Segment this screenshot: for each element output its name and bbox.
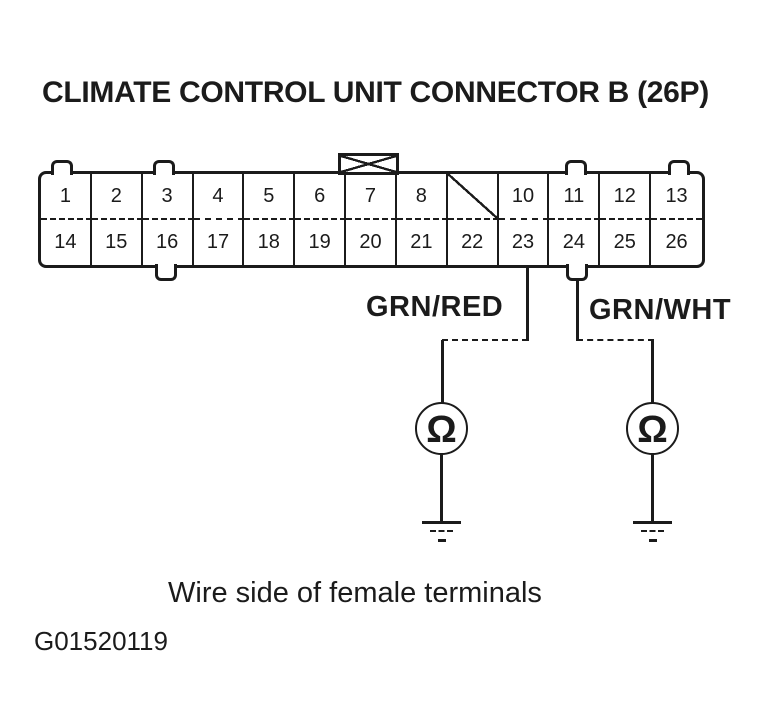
- pin-cell-19: 19: [295, 219, 347, 265]
- pin-cell-22: 22: [448, 219, 499, 265]
- pin-cell-11: 11: [549, 174, 601, 220]
- ohmmeter-left: Ω: [415, 402, 468, 455]
- grn-red-wire-to-ground: [440, 453, 443, 522]
- ohm-symbol-left: Ω: [426, 408, 457, 451]
- connector-tab-bottom-pin24: [566, 264, 588, 281]
- connector-tab-top-pin1: [51, 160, 73, 175]
- grn-red-wire-drop-from-pin23: [526, 266, 529, 341]
- pin-cell-15: 15: [92, 219, 143, 265]
- grn-red-wire-label: GRN/RED: [366, 291, 504, 323]
- grn-wht-wire-to-ground: [651, 453, 654, 522]
- pin-cell-9-blocked: [447, 174, 499, 220]
- pin-cell-4: 4: [193, 174, 245, 220]
- grn-wht-wire-horizontal: [577, 339, 654, 341]
- figure-id: G01520119: [34, 626, 168, 656]
- pin-cell-17: 17: [194, 219, 245, 265]
- pin-cell-26: 26: [665, 231, 688, 254]
- connector-tab-bottom-pin16: [155, 264, 177, 281]
- pin-cell-25: 25: [600, 219, 652, 265]
- pin-cell-21: 21: [397, 219, 448, 265]
- pin-cell-8: 8: [396, 174, 448, 220]
- ohmmeter-right: Ω: [626, 402, 679, 455]
- page-title: CLIMATE CONTROL UNIT CONNECTOR B (26P): [42, 76, 709, 109]
- pin-cell-7: 7: [346, 174, 397, 220]
- pin-cell-20: 20: [346, 219, 397, 265]
- grn-wht-wire-to-meter: [651, 340, 654, 403]
- grn-red-wire-horizontal: [442, 339, 528, 341]
- pin-cell-12: 12: [600, 174, 652, 220]
- pin-cell-10: 10: [498, 174, 550, 220]
- grn-red-wire-to-meter: [441, 340, 444, 403]
- grn-wht-wire-drop-from-pin24: [576, 279, 579, 341]
- connector-tab-top-pin13: [668, 160, 690, 175]
- pin-cell-14: 14: [41, 219, 92, 265]
- pin-cell-13: 13: [651, 174, 702, 220]
- pin-cell-1: 1: [41, 174, 92, 220]
- pin-cell-16: 16: [143, 219, 194, 265]
- connector-tab-top-pin3: [153, 160, 175, 175]
- wire-side-caption: Wire side of female terminals: [168, 577, 542, 609]
- pin-cell-24: 24: [549, 219, 601, 265]
- connector-keyway-x-marker: [338, 153, 399, 175]
- pin-cell-23: 23: [499, 219, 550, 265]
- connector-body: 1 2 3 4 5 6 7 8 10 11 12 13 14 15 16 17 …: [38, 171, 705, 268]
- pin-cell-6: 6: [295, 174, 347, 220]
- pin-cell-18: 18: [244, 219, 296, 265]
- pin-cell-5: 5: [244, 174, 296, 220]
- pin-cell-2: 2: [91, 174, 143, 220]
- grn-wht-wire-label: GRN/WHT: [589, 294, 732, 326]
- pin-cell-3: 3: [142, 174, 194, 220]
- connector-tab-top-pin11: [565, 160, 587, 175]
- ohm-symbol-right: Ω: [637, 408, 668, 451]
